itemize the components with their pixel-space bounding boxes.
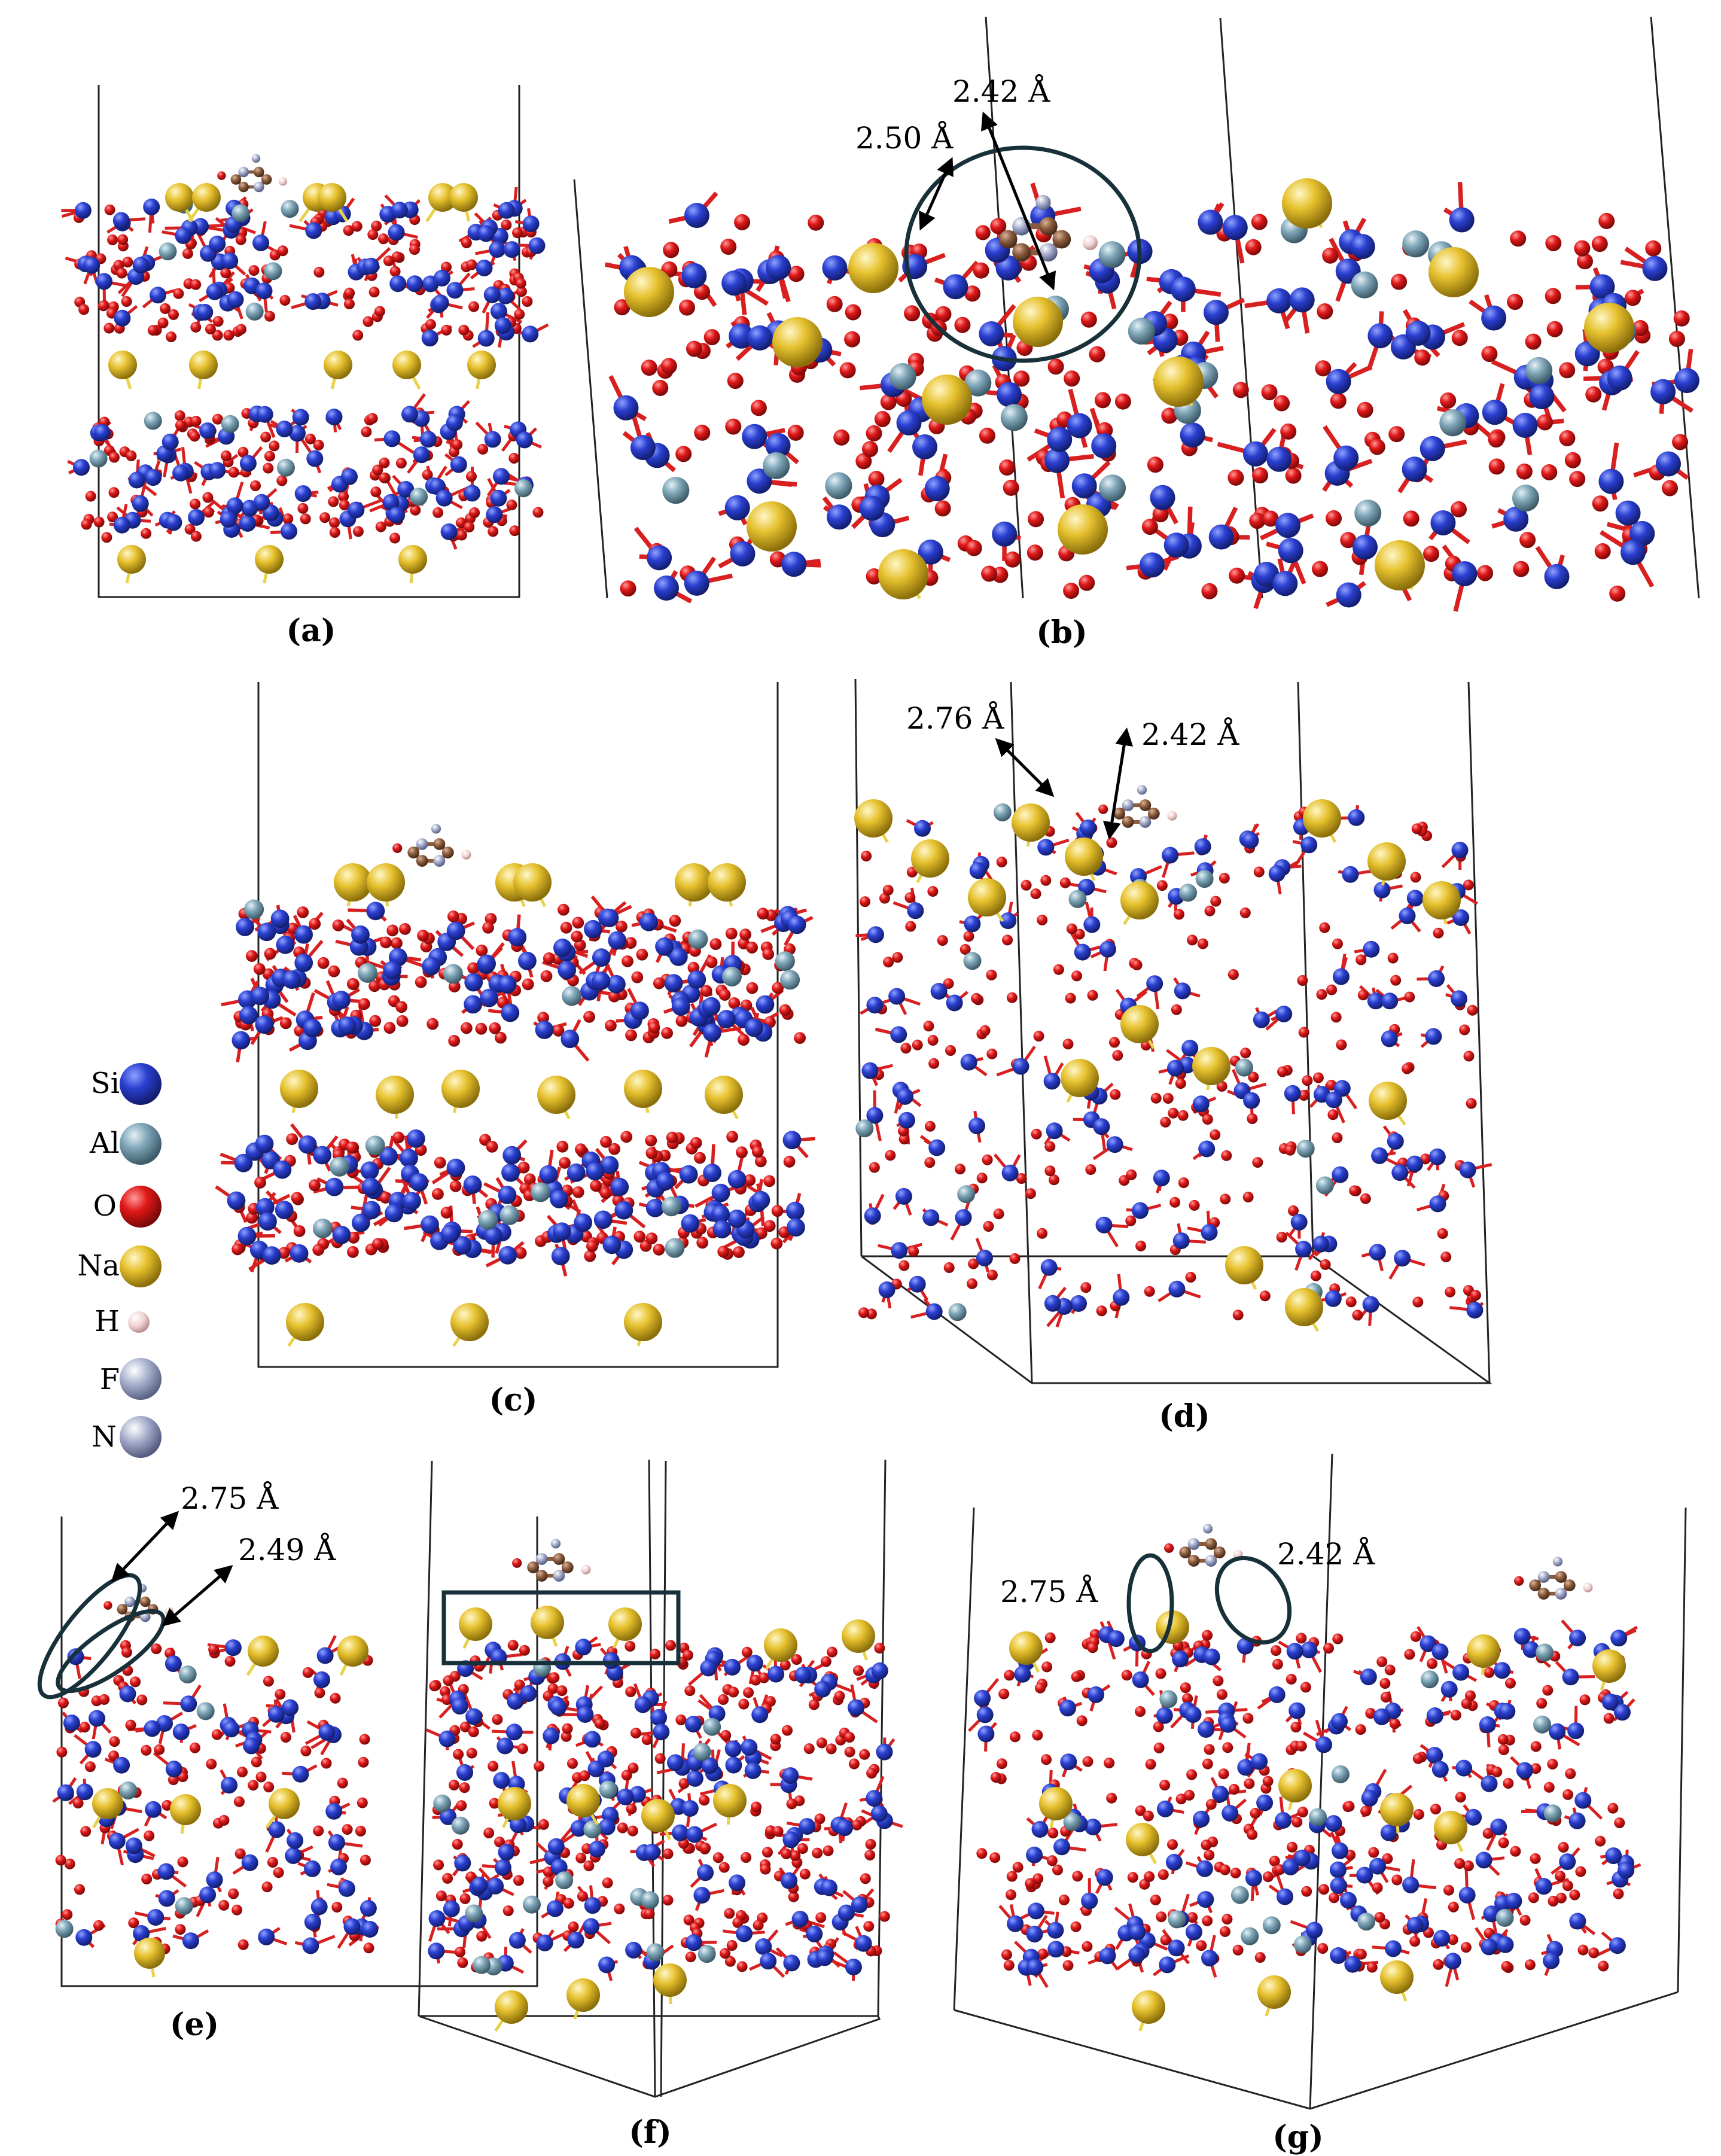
distance-label-d-2: 2.42 Å — [1141, 717, 1239, 752]
highlight-rect-f — [441, 1590, 681, 1665]
legend-label-al: Al — [89, 1126, 120, 1160]
molecule-panel-d — [1098, 785, 1177, 828]
distance-label-b-1: 2.50 Å — [855, 120, 954, 156]
atoms-panel-c-top — [221, 895, 814, 1062]
na-panel-f — [459, 1606, 875, 2032]
molecule-panel-c — [392, 824, 471, 867]
legend-swatch-na — [120, 1246, 162, 1287]
panel-label-b: (b) — [1036, 614, 1088, 651]
atoms-panel-c-bottom — [215, 1123, 816, 1277]
legend-label-na: Na — [77, 1249, 120, 1283]
legend-al: Al — [89, 1123, 162, 1165]
legend-swatch-o — [120, 1186, 162, 1228]
distance-label-g-1: 2.75 Å — [1000, 1574, 1098, 1609]
distance-arrows — [111, 111, 1134, 1627]
panel-label-f: (f) — [629, 2114, 672, 2151]
panel-label-e: (e) — [170, 2006, 219, 2043]
legend-swatch-f — [120, 1358, 162, 1400]
na-panel-a — [108, 183, 496, 584]
atoms-panel-e — [52, 1635, 379, 1954]
molecule-panel-g-1 — [1164, 1524, 1243, 1567]
na-panel-b — [624, 178, 1634, 599]
na-panel-e — [92, 1636, 368, 1978]
legend-label-o: O — [93, 1189, 117, 1223]
element-legend: Si Al O Na H F N — [77, 1063, 162, 1458]
distance-label-b-2: 2.42 Å — [952, 74, 1050, 109]
legend-swatch-h — [128, 1311, 150, 1333]
atoms-panel-a-bottom — [67, 393, 544, 550]
legend-swatch-si — [120, 1063, 162, 1105]
na-panel-c — [280, 863, 746, 1347]
legend-label-si: Si — [91, 1067, 120, 1100]
legend-h: H — [95, 1305, 150, 1338]
legend-n: N — [92, 1416, 162, 1458]
panel-label-g: (g) — [1272, 2119, 1324, 2155]
molecule-panel-f — [512, 1539, 591, 1582]
legend-swatch-al — [120, 1123, 162, 1165]
distance-label-e-1: 2.75 Å — [181, 1481, 279, 1516]
atom-layer — [52, 154, 1699, 2032]
atoms-panel-d — [855, 803, 1492, 1328]
legend-label-n: N — [92, 1420, 117, 1454]
legend-label-h: H — [95, 1305, 120, 1338]
legend-si: Si — [91, 1063, 162, 1105]
atoms-panel-g — [968, 1619, 1641, 1988]
highlight-ellipse-g1 — [1126, 1553, 1174, 1653]
atoms-panel-a-top — [61, 187, 549, 348]
na-panel-d — [854, 799, 1461, 1332]
highlight-ellipse-g2 — [1214, 1555, 1292, 1645]
legend-na: Na — [77, 1246, 162, 1287]
molecule-panel-a — [217, 154, 287, 193]
distance-label-d-1: 2.76 Å — [906, 701, 1004, 736]
panel-labels: (a) (b) (c) (d) (e) (f) (g) — [170, 613, 1324, 2155]
legend-f: F — [100, 1358, 162, 1400]
legend-swatch-n — [120, 1416, 162, 1458]
distance-labels: 2.50 Å 2.42 Å 2.76 Å 2.42 Å 2.75 Å 2.49 … — [181, 74, 1375, 1609]
panel-label-d: (d) — [1159, 1398, 1210, 1435]
legend-o: O — [93, 1186, 162, 1228]
molecule-panel-g-2 — [1514, 1557, 1593, 1600]
distance-label-g-2: 2.42 Å — [1277, 1536, 1375, 1572]
legend-label-f: F — [100, 1363, 120, 1396]
distance-label-e-2: 2.49 Å — [238, 1532, 336, 1567]
panel-label-c: (c) — [489, 1382, 538, 1418]
panel-label-a: (a) — [287, 613, 336, 649]
